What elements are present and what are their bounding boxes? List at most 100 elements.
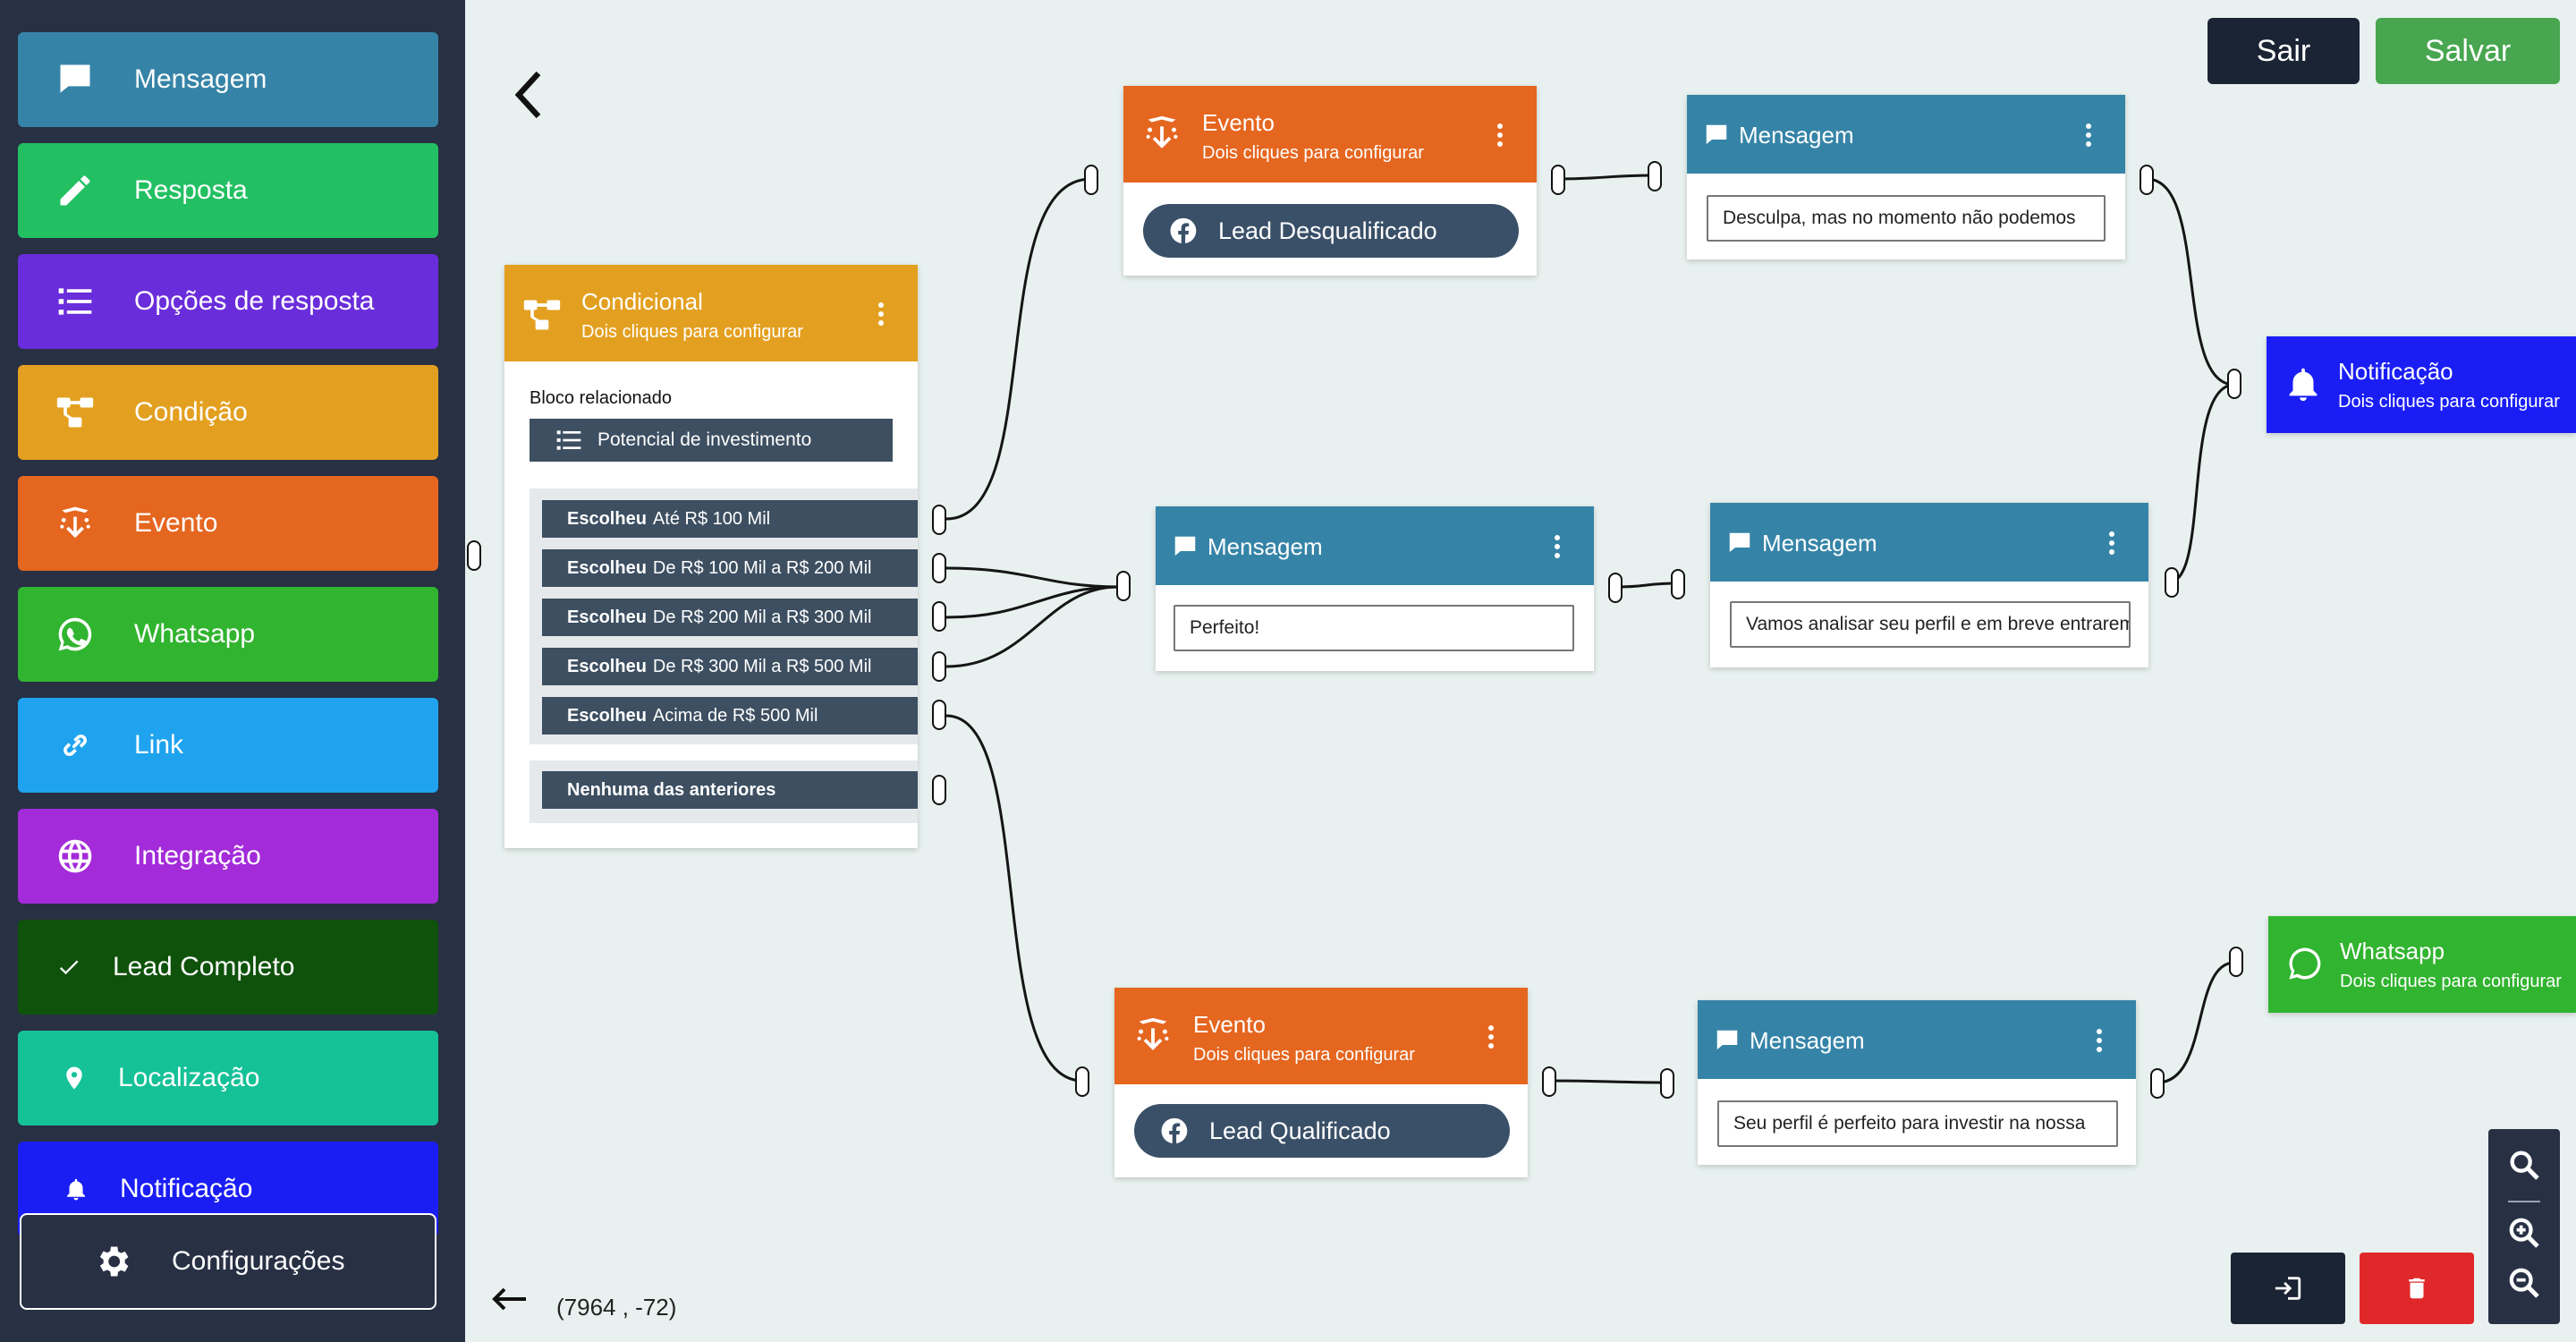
sidebar-item-opcoes-resposta[interactable]: Opções de resposta bbox=[18, 254, 438, 349]
event-node-top[interactable]: Evento Dois cliques para configurar Lead… bbox=[1123, 86, 1537, 276]
event-node-header[interactable]: Evento Dois cliques para configurar bbox=[1114, 988, 1528, 1084]
sidebar-item-condicao[interactable]: Condição bbox=[18, 365, 438, 460]
sidebar-item-evento[interactable]: Evento bbox=[18, 476, 438, 571]
node-title: Evento bbox=[1202, 109, 1275, 136]
back-chevron-icon[interactable] bbox=[512, 70, 547, 120]
sidebar-item-label: Resposta bbox=[134, 175, 248, 205]
chat-icon bbox=[54, 58, 97, 101]
event-pill[interactable]: Lead Qualificado bbox=[1134, 1104, 1510, 1158]
input-port[interactable] bbox=[1084, 165, 1098, 195]
node-subtitle: Dois cliques para configurar bbox=[1193, 1045, 1415, 1065]
message-node-header[interactable]: Mensagem bbox=[1698, 1000, 2136, 1079]
sidebar-item-label: Localização bbox=[118, 1063, 260, 1092]
output-port[interactable] bbox=[2140, 165, 2154, 195]
message-node-header[interactable]: Mensagem bbox=[1687, 95, 2125, 174]
save-button[interactable]: Salvar bbox=[2376, 18, 2560, 84]
zoom-in-icon[interactable] bbox=[2506, 1215, 2542, 1251]
bell-icon bbox=[2283, 363, 2324, 409]
input-port[interactable] bbox=[1075, 1066, 1089, 1097]
message-text-field[interactable]: Vamos analisar seu perfil e em breve ent… bbox=[1730, 601, 2131, 648]
trash-icon bbox=[2409, 1278, 2425, 1299]
output-port[interactable] bbox=[932, 601, 946, 632]
none-option-row[interactable]: Nenhuma das anteriores bbox=[542, 771, 918, 809]
kebab-menu-icon[interactable] bbox=[1555, 535, 1562, 562]
output-port[interactable] bbox=[1542, 1066, 1556, 1097]
kebab-menu-icon[interactable] bbox=[2109, 531, 2116, 558]
kebab-menu-icon[interactable] bbox=[2086, 123, 2093, 150]
message-node-mid1[interactable]: Mensagem Perfeito! bbox=[1156, 506, 1594, 671]
output-port[interactable] bbox=[2165, 567, 2179, 598]
kebab-menu-icon[interactable] bbox=[1488, 1025, 1496, 1052]
input-port[interactable] bbox=[1648, 161, 1662, 191]
exit-button[interactable]: Sair bbox=[2207, 18, 2360, 84]
message-node-header[interactable]: Mensagem bbox=[1710, 503, 2148, 582]
input-port[interactable] bbox=[1116, 571, 1131, 601]
message-text-field[interactable]: Seu perfil é perfeito para investir na n… bbox=[1717, 1100, 2118, 1147]
related-block[interactable]: Potencial de investimento bbox=[530, 419, 893, 462]
pencil-icon bbox=[54, 169, 97, 212]
event-node-bottom[interactable]: Evento Dois cliques para configurar Lead… bbox=[1114, 988, 1528, 1177]
whatsapp-icon bbox=[2286, 945, 2324, 987]
node-title: Mensagem bbox=[1739, 122, 1854, 149]
list-icon bbox=[54, 280, 97, 323]
zoom-out-icon[interactable] bbox=[2506, 1265, 2542, 1301]
input-port[interactable] bbox=[1671, 569, 1685, 599]
output-port[interactable] bbox=[1608, 573, 1623, 603]
output-port[interactable] bbox=[932, 651, 946, 682]
arrow-left-icon[interactable] bbox=[490, 1285, 530, 1313]
message-text-field[interactable]: Perfeito! bbox=[1174, 605, 1574, 651]
notification-node[interactable]: Notificação Dois cliques para configurar bbox=[2267, 336, 2576, 433]
kebab-menu-icon[interactable] bbox=[2097, 1029, 2104, 1056]
sidebar-item-whatsapp[interactable]: Whatsapp bbox=[18, 587, 438, 682]
message-node-mid2[interactable]: Mensagem Vamos analisar seu perfil e em … bbox=[1710, 503, 2148, 667]
event-node-header[interactable]: Evento Dois cliques para configurar bbox=[1123, 86, 1537, 183]
sidebar-item-lead-completo[interactable]: Lead Completo bbox=[18, 920, 438, 1015]
flow-icon bbox=[522, 295, 562, 339]
output-port[interactable] bbox=[932, 775, 946, 805]
event-pill[interactable]: Lead Desqualificado bbox=[1143, 204, 1519, 258]
sidebar-item-label: Mensagem bbox=[134, 64, 267, 94]
message-node-header[interactable]: Mensagem bbox=[1156, 506, 1594, 585]
output-port[interactable] bbox=[1551, 165, 1565, 195]
output-port[interactable] bbox=[932, 553, 946, 583]
whatsapp-icon bbox=[54, 613, 97, 656]
settings-button[interactable]: Configurações bbox=[20, 1213, 436, 1310]
search-icon[interactable] bbox=[2506, 1147, 2542, 1183]
output-port[interactable] bbox=[932, 700, 946, 730]
message-node-bottom[interactable]: Mensagem Seu perfil é perfeito para inve… bbox=[1698, 1000, 2136, 1165]
input-port[interactable] bbox=[2229, 947, 2243, 977]
message-text-field[interactable]: Desculpa, mas no momento não podemos bbox=[1707, 195, 2106, 242]
sidebar-item-localizacao[interactable]: Localização bbox=[18, 1031, 438, 1125]
delete-button[interactable] bbox=[2360, 1253, 2474, 1324]
sidebar-item-label: Lead Completo bbox=[113, 952, 295, 981]
whatsapp-node[interactable]: Whatsapp Dois cliques para configurar bbox=[2268, 916, 2576, 1013]
output-port[interactable] bbox=[932, 505, 946, 535]
check-icon bbox=[55, 946, 82, 989]
node-title: Evento bbox=[1193, 1011, 1266, 1038]
facebook-icon bbox=[1161, 1117, 1188, 1144]
sidebar-item-integracao[interactable]: Integração bbox=[18, 809, 438, 904]
output-port[interactable] bbox=[2150, 1068, 2165, 1099]
sidebar-item-link[interactable]: Link bbox=[18, 698, 438, 793]
input-port[interactable] bbox=[1660, 1068, 1674, 1099]
kebab-menu-icon[interactable] bbox=[1497, 123, 1504, 150]
input-port[interactable] bbox=[467, 540, 481, 571]
sidebar-item-resposta[interactable]: Resposta bbox=[18, 143, 438, 238]
pin-icon bbox=[61, 1057, 88, 1100]
sidebar-item-mensagem[interactable]: Mensagem bbox=[18, 32, 438, 127]
conditional-node-header[interactable]: Condicional Dois cliques para configurar bbox=[504, 265, 918, 361]
input-port[interactable] bbox=[2227, 369, 2241, 399]
globe-icon bbox=[54, 835, 97, 878]
message-node-top[interactable]: Mensagem Desculpa, mas no momento não po… bbox=[1687, 95, 2125, 259]
import-button[interactable] bbox=[2231, 1253, 2345, 1324]
settings-label: Configurações bbox=[172, 1246, 345, 1276]
canvas-coordinates: (7964 , -72) bbox=[556, 1294, 677, 1321]
node-title: Mensagem bbox=[1762, 530, 1877, 556]
kebab-menu-icon[interactable] bbox=[878, 302, 886, 329]
sidebar-item-label: Integração bbox=[134, 841, 261, 871]
